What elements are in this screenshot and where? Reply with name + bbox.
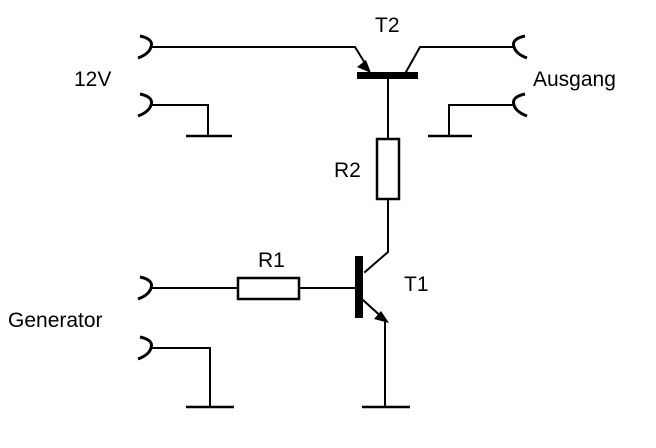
- r2-label: R2: [334, 159, 361, 182]
- transistor-t2: T2: [357, 14, 515, 140]
- r2-to-t1-wire: [363, 198, 389, 274]
- transistor-t1: T1: [355, 256, 429, 409]
- supply-positive-socket: [137, 34, 153, 60]
- t1-base-bar: [355, 256, 363, 318]
- supply-ground-socket: [137, 92, 153, 118]
- output-terminal: Ausgang: [428, 34, 616, 138]
- output-label: Ausgang: [533, 68, 616, 91]
- t2-label: T2: [375, 14, 400, 37]
- t2-emitter-arrow: [357, 60, 371, 73]
- t2-collector-wire: [404, 46, 515, 74]
- t1-label: T1: [404, 273, 429, 296]
- t2-base-bar: [357, 72, 418, 79]
- generator-ground-wire: [150, 347, 211, 408]
- generator-label: Generator: [8, 309, 103, 332]
- resistor-r1: R1: [236, 249, 358, 301]
- output-signal-socket: [512, 34, 528, 60]
- generator-input: Generator: [8, 275, 239, 409]
- r2-body: [375, 137, 401, 201]
- r1-label: R1: [258, 249, 285, 272]
- r1-body: [236, 276, 301, 301]
- supply-input: 12V: [74, 34, 371, 138]
- generator-signal-socket: [137, 275, 153, 301]
- output-ground-wire: [448, 104, 515, 137]
- resistor-r2: R2: [334, 137, 401, 274]
- supply-ground-wire: [150, 104, 209, 137]
- t1-emitter-arrow: [374, 311, 389, 323]
- supply-wire: [150, 46, 370, 70]
- generator-ground-socket: [137, 335, 153, 361]
- output-ground-socket: [512, 92, 528, 118]
- supply-label: 12V: [74, 68, 111, 91]
